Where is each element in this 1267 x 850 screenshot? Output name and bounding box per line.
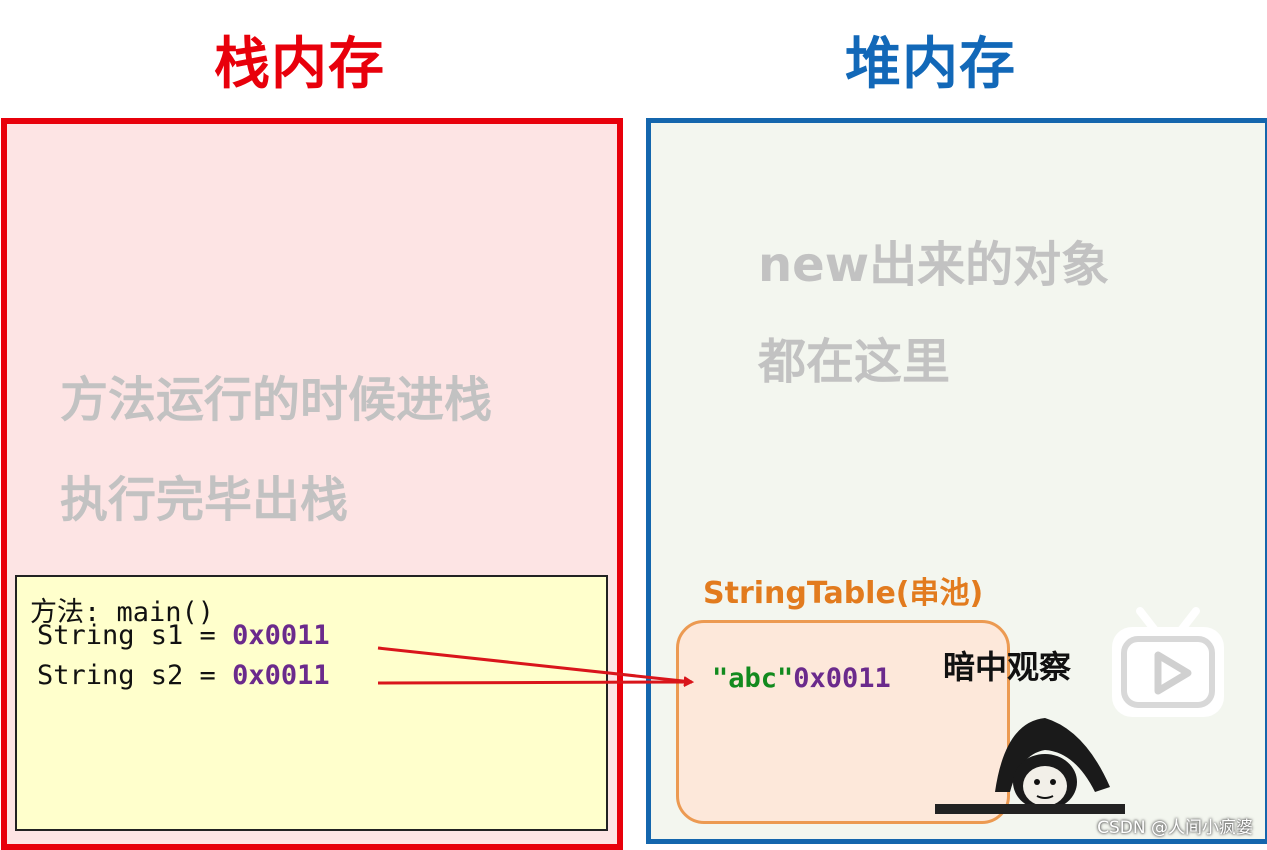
frame-method-label: 方法: main(): [30, 597, 215, 628]
string-table-pool: [676, 620, 1010, 824]
heap-description-line2: 都在这里: [758, 334, 951, 390]
code-address-s2: 0x0011: [232, 660, 330, 691]
code-decl-s1: String s1 =: [37, 620, 233, 651]
play-icon[interactable]: [1108, 605, 1228, 721]
code-line-s2: String s2 = 0x0011: [37, 660, 330, 691]
sticker-caption: 暗中观察: [943, 648, 1072, 686]
arrow-s1-to-pool: [377, 646, 694, 687]
stack-memory-title: 栈内存: [214, 32, 385, 97]
heap-description-line1: new出来的对象: [758, 237, 1110, 293]
stack-description-line2: 执行完毕出栈: [60, 472, 349, 528]
arrow-s2-to-pool: [377, 677, 694, 688]
code-line-s1: String s1 = 0x0011: [37, 620, 330, 651]
string-table-title: StringTable(串池): [703, 576, 984, 611]
main-stack-frame: [15, 575, 608, 831]
heap-memory-title: 堆内存: [845, 32, 1016, 97]
pool-entry-address: 0x0011: [793, 663, 891, 694]
code-decl-s2: String s2 =: [37, 660, 233, 691]
watermark: CSDN @人间小疯婆: [1097, 818, 1253, 838]
pool-entry: "abc"0x0011: [712, 663, 891, 694]
pool-string-literal: "abc": [712, 663, 794, 694]
code-address-s1: 0x0011: [232, 620, 330, 651]
stack-description-line1: 方法运行的时候进栈: [60, 372, 493, 428]
meme-sticker-icon: [935, 718, 1125, 814]
